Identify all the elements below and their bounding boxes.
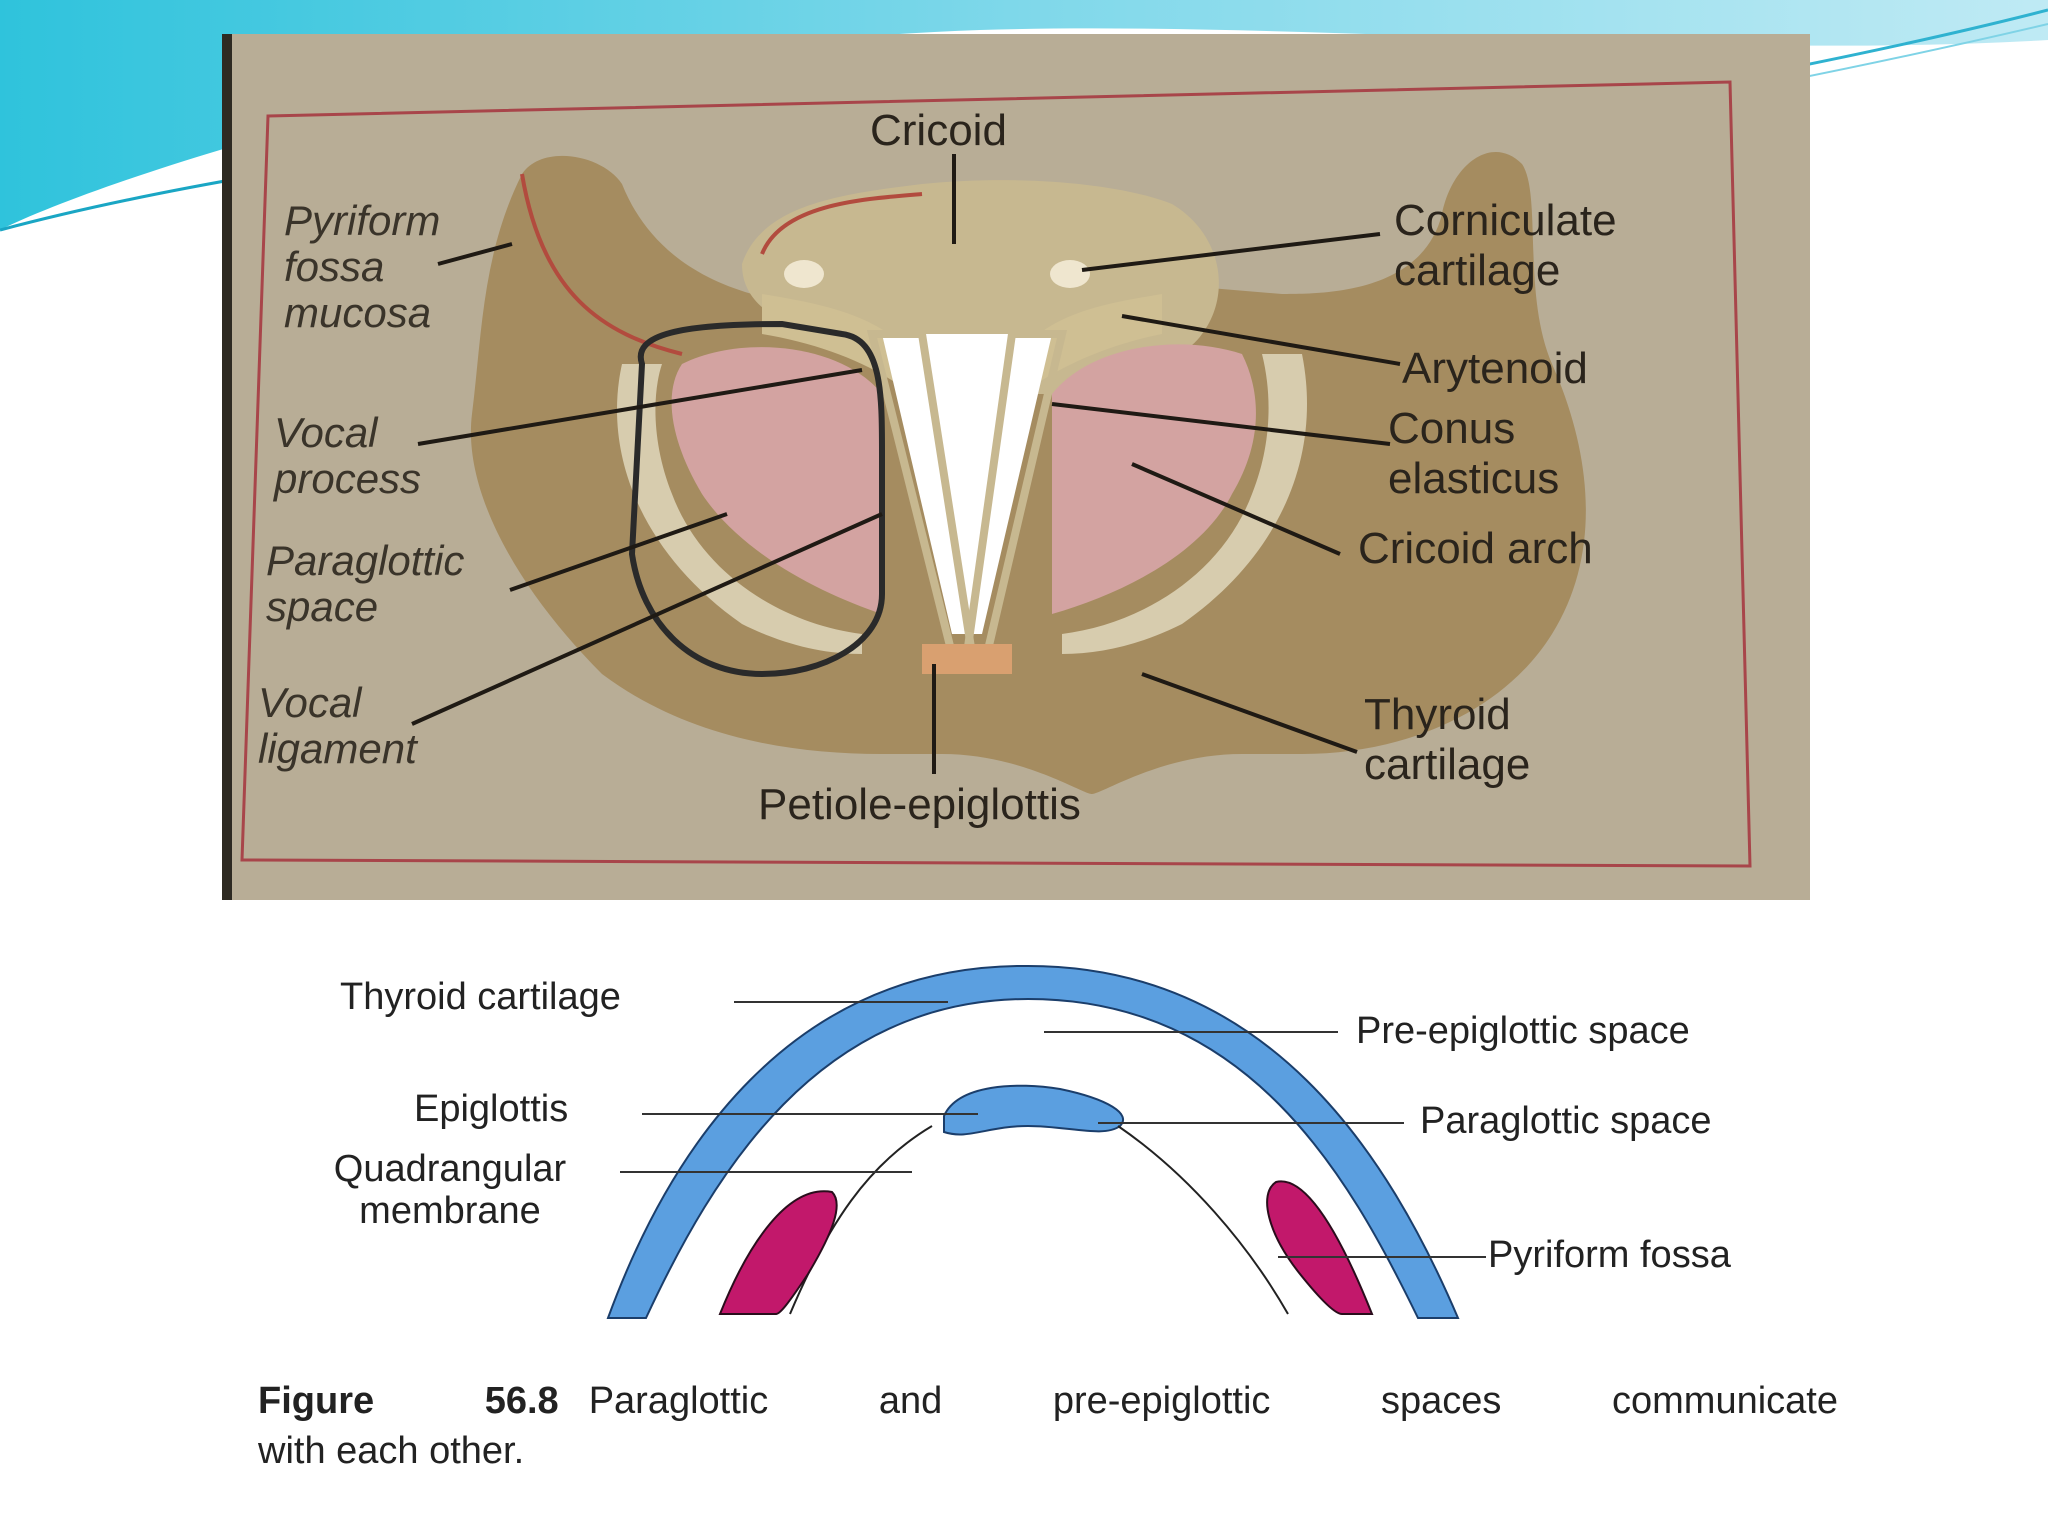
laryngeal-cross-section-photo: Cricoid Pyriform fossa mucosa Corniculat… [222, 34, 1810, 900]
photo-label-arytenoid: Arytenoid [1402, 344, 1588, 393]
diagram-label-paraglottic-space: Paraglottic space [1420, 1100, 1712, 1142]
figure-caption-line1: Paraglottic and pre-epiglottic spaces co… [588, 1380, 1838, 1422]
photo-label-cricoid-arch: Cricoid arch [1358, 524, 1593, 573]
photo-label-petiole-epiglottis: Petiole-epiglottis [758, 780, 1081, 829]
figure-caption-line2: with each other. [258, 1430, 525, 1472]
figure-caption: Figure 56.8 Paraglottic and pre-epiglotti… [258, 1376, 1838, 1426]
photo-label-paraglottic-space: Paraglottic space [266, 537, 465, 630]
paraglottic-space-diagram: Thyroid cartilage Pre-epiglottic space E… [168, 904, 1880, 1494]
photo-label-pyriform-fossa-mucosa: Pyriform fossa mucosa [284, 197, 441, 336]
photo-label-conus-elasticus: Conus elasticus [1388, 404, 1560, 503]
diagram-label-epiglottis: Epiglottis [414, 1088, 569, 1130]
photo-label-cricoid: Cricoid [870, 106, 1007, 155]
figure-caption-label: Figure 56.8 [258, 1380, 559, 1422]
diagram-label-quadrangular-membrane: Quadrangular membrane [333, 1148, 567, 1232]
photo-label-thyroid-cartilage: Thyroid cartilage [1364, 690, 1531, 789]
diagram-label-pre-epiglottic-space: Pre-epiglottic space [1356, 1010, 1690, 1052]
photo-label-vocal-process: Vocal process [274, 409, 422, 502]
laryngeal-cross-section-illustration [222, 34, 1810, 900]
photo-label-corniculate-cartilage: Corniculate cartilage [1394, 196, 1617, 295]
photo-label-vocal-ligament: Vocal ligament [258, 679, 417, 772]
diagram-label-pyriform-fossa: Pyriform fossa [1488, 1234, 1731, 1276]
diagram-label-thyroid-cartilage: Thyroid cartilage [340, 976, 621, 1018]
paraglottic-space-schematic [606, 964, 1486, 1319]
